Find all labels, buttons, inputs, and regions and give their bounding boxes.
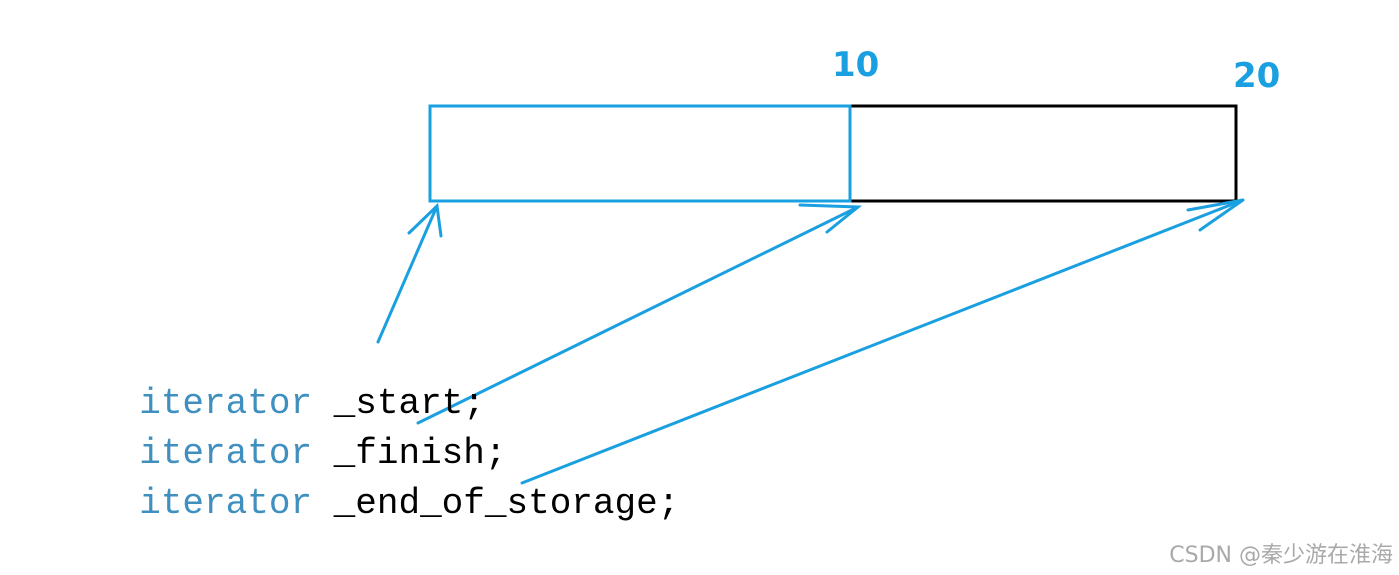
storage-label: 20 [1233, 56, 1280, 96]
member-name: _start; [333, 383, 485, 424]
type-keyword: iterator [139, 483, 313, 524]
start-arrow [376, 202, 443, 344]
code-line-start: iterator _start; [96, 329, 485, 429]
end-of-storage-arrow [520, 198, 1245, 485]
member-name: _end_of_storage; [333, 483, 680, 524]
capacity-label: 10 [832, 45, 879, 85]
storage-box [428, 104, 1238, 203]
member-name: _finish; [333, 433, 507, 474]
code-line-end-of-storage: iterator _end_of_storage; [96, 429, 679, 529]
type-keyword: iterator [139, 433, 313, 474]
watermark: CSDN @秦少游在淮海 [1169, 543, 1393, 568]
used-region-box [428, 104, 852, 203]
type-keyword: iterator [139, 383, 313, 424]
code-line-finish: iterator _finish; [96, 379, 506, 479]
finish-arrow [416, 203, 863, 425]
